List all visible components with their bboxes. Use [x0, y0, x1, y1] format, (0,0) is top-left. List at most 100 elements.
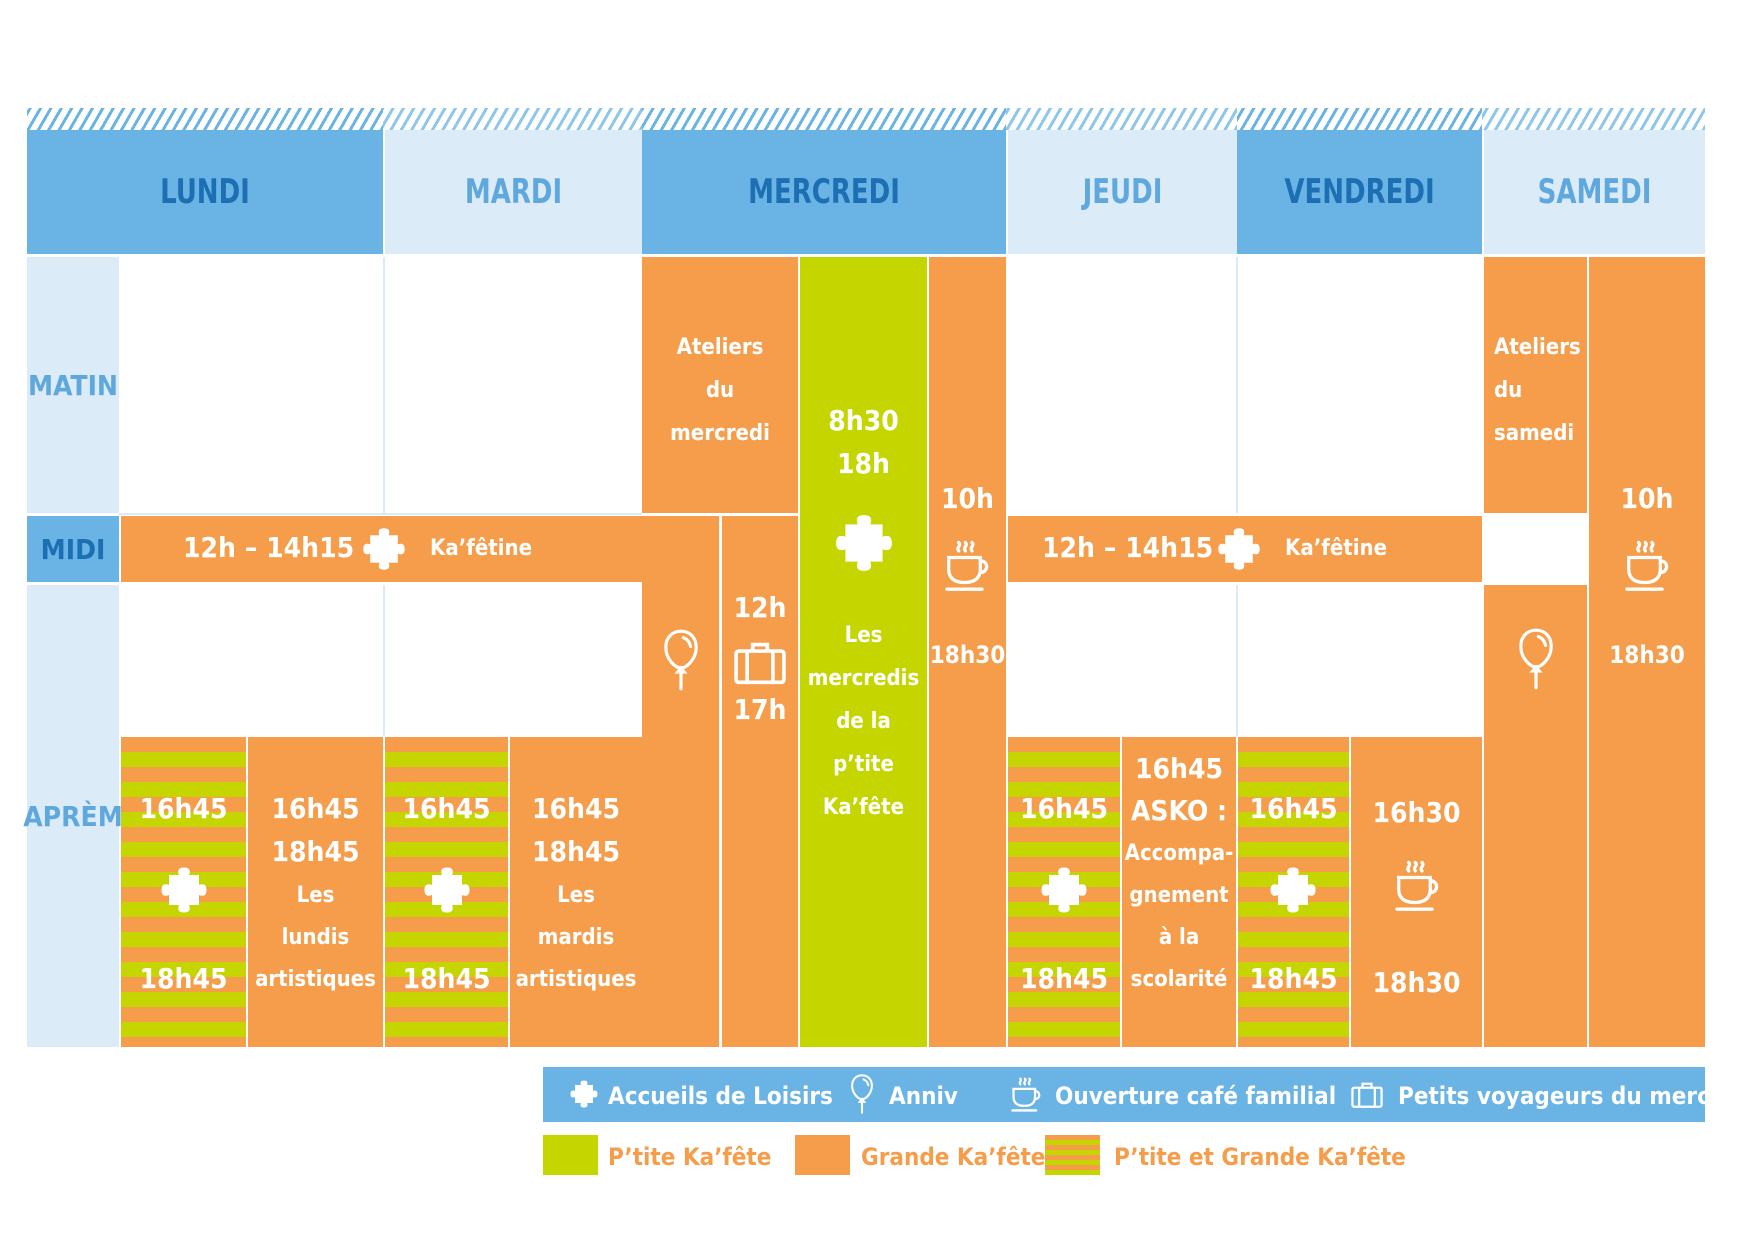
puzzle-icon — [422, 861, 472, 919]
hatch-mardi — [383, 108, 642, 130]
samedi-cafe-block: 10h 18h30 — [1589, 257, 1705, 1047]
puzzle-icon — [1268, 861, 1318, 919]
legend-icons-bar: Accueils de Loisirs Anniv Ouverture café… — [543, 1067, 1755, 1122]
hatch-mercredi — [642, 108, 1006, 130]
legend-voyageurs: Petits voyageurs du mercredi — [1398, 1082, 1755, 1110]
mercredi-green-time1: 8h30 — [828, 404, 899, 437]
lundi-stripe-block: 16h45 18h45 — [121, 737, 246, 1047]
lundi-art-l3: artistiques — [255, 967, 376, 992]
period-apres-cell: APRÈM — [23, 585, 123, 1047]
lundi-art-l1: Les — [296, 883, 335, 908]
jeudi-asko-l2: Accompa- — [1124, 841, 1234, 866]
coffee-cup-icon — [1392, 855, 1442, 915]
header-jeudi-cell: JEUDI — [1008, 130, 1237, 254]
mardi-art-l3: artistiques — [515, 967, 637, 992]
vendredi-cafe-end: 18h30 — [1372, 966, 1461, 999]
period-matin-cell: MATIN — [27, 257, 119, 513]
legend-anniv: Anniv — [889, 1082, 958, 1110]
legend-both: P’tite et Grande Ka’fête — [1114, 1143, 1406, 1171]
vendredi-stripe-block: 16h45 18h45 — [1238, 737, 1349, 1047]
period-apres: APRÈM — [23, 799, 123, 833]
day-samedi: SAMEDI — [1537, 172, 1652, 212]
midi-bar-jeudi-vendredi: 12h – 14h15 Ka’fêtine — [1008, 516, 1482, 582]
hatch-samedi — [1482, 108, 1705, 130]
period-midi-cell: MIDI — [27, 516, 119, 582]
puzzle-icon — [569, 1077, 599, 1111]
day-jeudi: JEUDI — [1082, 172, 1163, 212]
lundi-art-l2: lundis — [281, 925, 350, 950]
jeudi-asko-l1: ASKO : — [1130, 794, 1228, 827]
mardi-art-l2: mardis — [537, 925, 615, 950]
samedi-anniv-block — [1484, 585, 1587, 1047]
jeudi-asko-l5: scolarité — [1130, 967, 1228, 992]
puzzle-icon — [361, 522, 407, 576]
mercredi-anniv-block — [642, 516, 719, 1047]
samedi-cafe-start: 10h — [1620, 482, 1674, 515]
mercredi-voyageurs-block: 12h 17h — [722, 516, 798, 1047]
mercredi-ateliers-l1: Ateliers — [676, 335, 764, 360]
legend-swatch-ptite — [543, 1135, 598, 1175]
suitcase-icon — [1349, 1081, 1385, 1109]
suitcase-icon — [732, 640, 788, 686]
mercredi-ateliers-l2: du — [705, 378, 735, 403]
lundi-art-time2: 18h45 — [271, 835, 360, 868]
header-samedi-cell: SAMEDI — [1484, 130, 1705, 254]
line-matin-midi-left — [119, 513, 642, 515]
midi-time-right: 12h – 14h15 — [1042, 531, 1214, 564]
samedi-ateliers-l3: samedi — [1494, 421, 1575, 446]
puzzle-icon — [833, 507, 895, 579]
legend-swatch-both — [1045, 1135, 1100, 1175]
jeudi-asko-time: 16h45 — [1134, 752, 1224, 785]
samedi-ateliers-block: Ateliers du samedi — [1484, 257, 1587, 513]
samedi-ateliers-l2: du — [1494, 378, 1523, 403]
puzzle-icon — [159, 861, 209, 919]
mercredi-ptite-block: 8h30 18h Les mercredis de la p’tite Ka’f… — [800, 257, 927, 1047]
mercredi-green-l4: p’tite — [833, 752, 894, 777]
puzzle-icon — [1216, 522, 1262, 576]
coffee-cup-icon — [942, 535, 992, 595]
jeudi-stripe-start: 16h45 — [1019, 792, 1109, 825]
vendredi-stripe-end: 18h45 — [1249, 962, 1338, 995]
coffee-cup-icon — [1622, 535, 1672, 595]
hatch-vendredi — [1237, 108, 1482, 130]
balloon-icon — [849, 1072, 875, 1116]
mercredi-cafe-end: 18h30 — [929, 641, 1006, 669]
lundi-stripe-start: 16h45 — [139, 792, 228, 825]
vendredi-stripe-start: 16h45 — [1249, 792, 1338, 825]
sep-mardi-matin — [383, 257, 385, 513]
legend-cafe: Ouverture café familial — [1055, 1082, 1337, 1110]
hatch-jeudi — [1006, 108, 1237, 130]
period-midi: MIDI — [40, 532, 106, 566]
mercredi-voyage-end: 17h — [733, 693, 787, 726]
mercredi-voyage-start: 12h — [733, 591, 787, 624]
jeudi-asko-l4: à la — [1158, 925, 1200, 950]
jeudi-stripe-end: 18h45 — [1019, 962, 1109, 995]
vendredi-cafe-start: 16h30 — [1372, 796, 1461, 829]
lundi-stripe-end: 18h45 — [139, 962, 228, 995]
lundi-artistiques-block: 16h45 18h45 Les lundis artistiques — [248, 737, 383, 1047]
jeudi-stripe-block: 16h45 18h45 — [1008, 737, 1120, 1047]
mercredi-ateliers-l3: mercredi — [670, 421, 770, 446]
sep-vend-apres — [1236, 585, 1238, 737]
mardi-stripe-end: 18h45 — [402, 962, 491, 995]
header-mercredi-cell: MERCREDI — [642, 130, 1006, 254]
samedi-ateliers-l1: Ateliers — [1494, 335, 1581, 360]
midi-bar-lundi-mardi: 12h – 14h15 Ka’fêtine — [121, 516, 642, 582]
sep-vend-matin — [1236, 257, 1238, 513]
day-mardi: MARDI — [464, 172, 563, 212]
balloon-icon — [661, 624, 701, 696]
mercredi-green-l1: Les — [844, 623, 883, 648]
mardi-art-l1: Les — [557, 883, 595, 908]
mercredi-cafe-block: 10h 18h30 — [929, 257, 1006, 1047]
legend-ptite: P’tite Ka’fête — [608, 1143, 772, 1171]
hatch-lundi — [27, 108, 383, 130]
legend-grande: Grande Ka’fête — [861, 1143, 1046, 1171]
sep-mardi-apres — [383, 585, 385, 737]
day-lundi: LUNDI — [160, 172, 250, 212]
day-mercredi: MERCREDI — [748, 172, 900, 212]
legend-swatch-grande — [795, 1135, 850, 1175]
lundi-art-time1: 16h45 — [271, 792, 360, 825]
midi-time-left: 12h – 14h15 — [183, 531, 355, 564]
jeudi-asko-l3: gnement — [1129, 883, 1229, 908]
mercredi-green-l3: de la — [836, 709, 891, 734]
